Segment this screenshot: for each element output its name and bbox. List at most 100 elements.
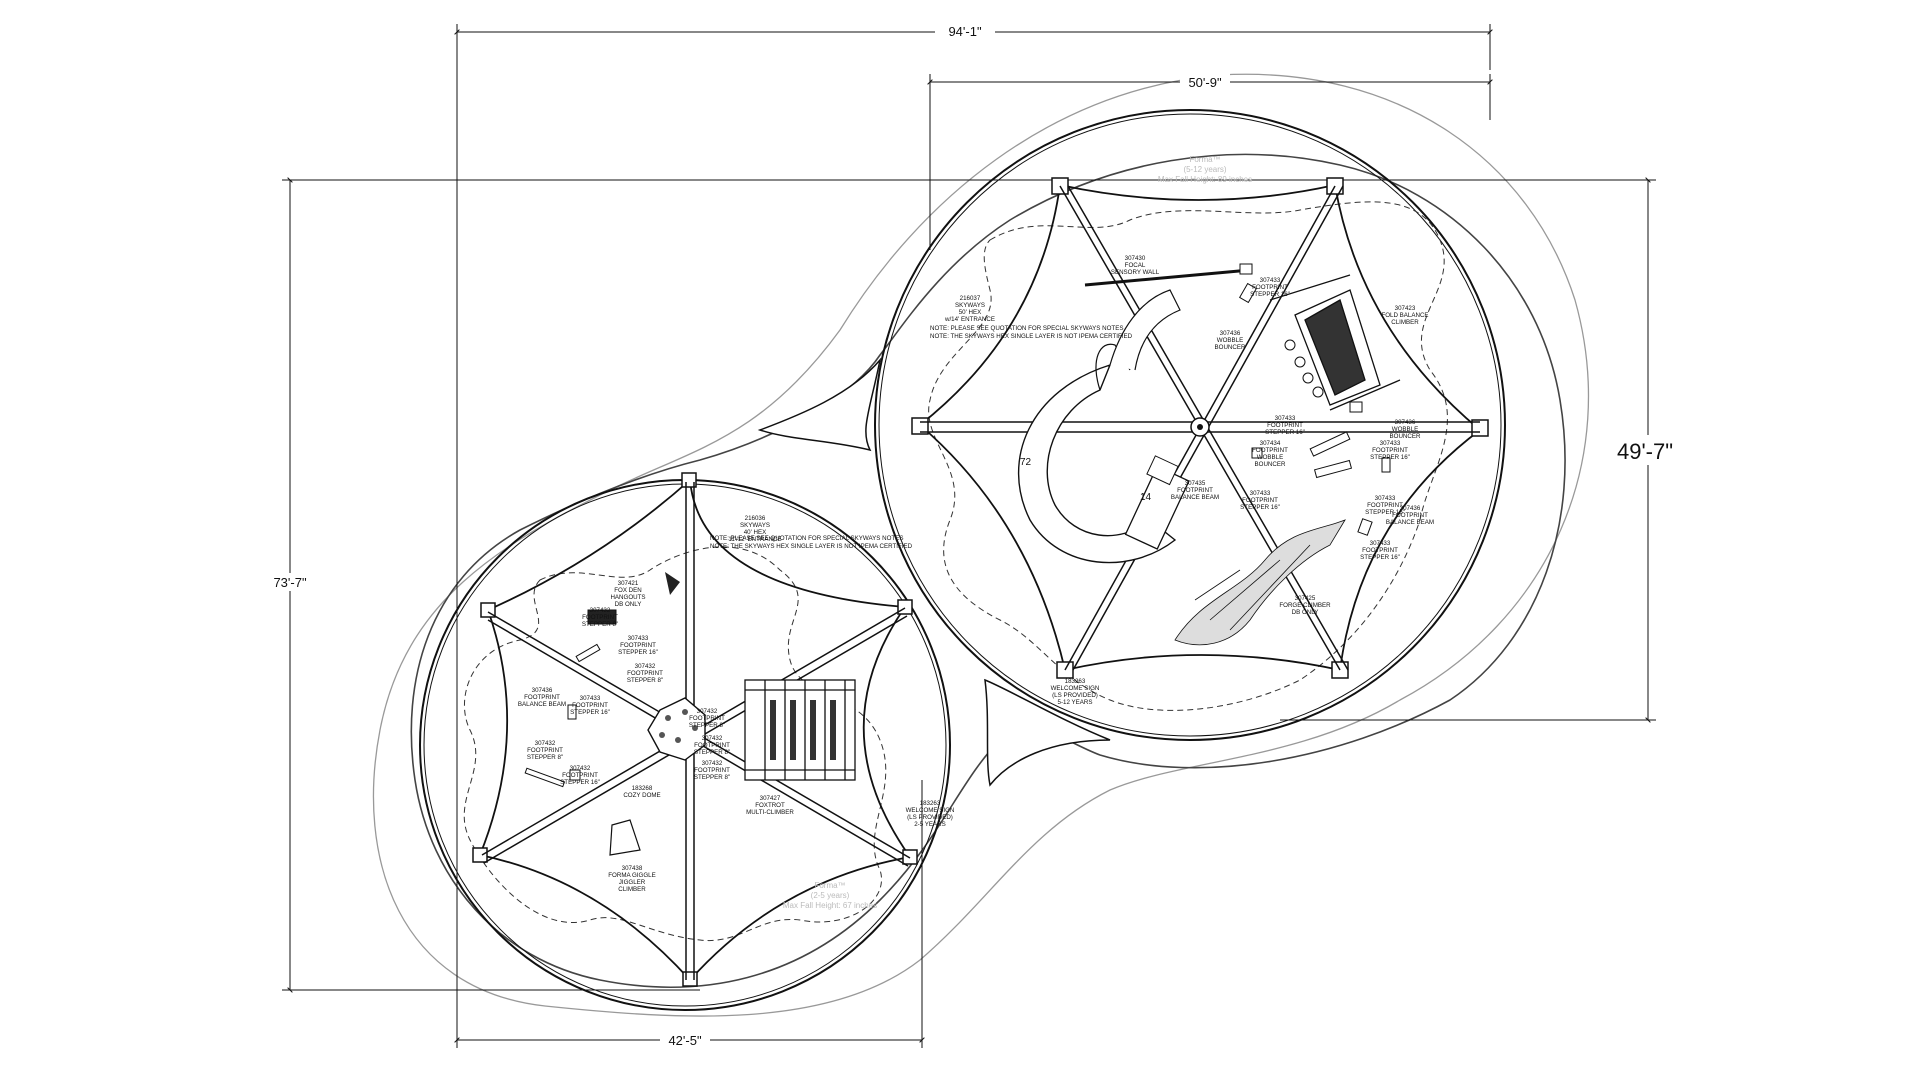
right-callout-9-line-0: 307435 (1185, 480, 1206, 487)
right-callout-8-line-0: 307433 (1380, 440, 1401, 447)
left-callout-10-line-1: FOOTPRINT (562, 772, 598, 779)
left-callout-5-line-2: BALANCE BEAM (518, 701, 566, 708)
right-callout-6-line-2: BOUNCER (1390, 433, 1421, 440)
left-callout-1-line-3: DB ONLY (615, 601, 642, 608)
left-callout-14-line-1: WELCOME SIGN (906, 807, 955, 814)
right-pod-boundary (874, 109, 1506, 741)
left-callout-4-line-2: STEPPER 8" (627, 677, 663, 684)
right-callout-10-line-1: FOOTPRINT (1242, 497, 1278, 504)
left-callout-0-line-2: 40' HEX (744, 529, 767, 536)
left-callout-14-line-3: 2-5 YEARS (914, 821, 946, 828)
right-zone-label-1: Forma™ (1189, 155, 1220, 164)
right-callout-6-line-1: WOBBLE (1392, 426, 1418, 433)
slide-number-72: 72 (1020, 457, 1032, 468)
left-zone-label-3: Max Fall Height: 67 inches (783, 901, 877, 910)
left-callout-12-line-1: FOOTPRINT (694, 767, 730, 774)
right-callout-2-line-2: STEPPER 16" (1250, 291, 1290, 298)
right-callout-13-line-1: FOOTPRINT (1362, 547, 1398, 554)
left-callout-14-line-2: (LS PROVIDED) (907, 814, 953, 821)
right-callout-5-line-2: STEPPER 16" (1265, 429, 1305, 436)
left-callout-11-line-1: COZY DOME (623, 792, 660, 799)
right-callout-3-line-0: 307436 (1220, 330, 1241, 337)
left-callout-13-line-1: FOXTROT (755, 802, 785, 809)
outer-boundary (372, 73, 1590, 1017)
slide-number-14: 14 (1140, 492, 1152, 503)
left-callout-8-line-1: FOOTPRINT (689, 715, 725, 722)
right-callout-2-line-0: 307433 (1260, 277, 1281, 284)
dimension-labels: 94'-1" 50'-9" 49'-7" 73'-7" 42'-5" (262, 22, 1690, 1049)
right-callout-10-line-2: STEPPER 16" (1240, 504, 1280, 511)
left-callout-12-line-0: 307432 (702, 760, 723, 767)
right-callout-0-line-1: FOCAL (1125, 262, 1146, 269)
left-callout-5-line-1: FOOTPRINT (524, 694, 560, 701)
connector-wedge-bottom (984, 678, 1111, 787)
dim-right-height: 49'-7" (1617, 439, 1673, 464)
right-zone-label-3: Max Fall Height: 89 inches (1158, 175, 1252, 184)
left-callout-6-line-0: 307433 (580, 695, 601, 702)
right-callout-13-line-2: STEPPER 16" (1360, 554, 1400, 561)
right-note-2: NOTE: THE SKYWAYS HEX SINGLE LAYER IS NO… (930, 333, 1133, 340)
left-callout-11-line-0: 183268 (632, 785, 653, 792)
right-callout-3-line-1: WOBBLE (1217, 337, 1243, 344)
right-callout-11-line-0: 307433 (1375, 495, 1396, 502)
right-callout-5-line-1: FOOTPRINT (1267, 422, 1303, 429)
right-callout-6-line-0: 307436 (1395, 419, 1416, 426)
right-note-1: NOTE: PLEASE SEE QUOTATION FOR SPECIAL S… (930, 325, 1123, 332)
right-callout-7-line-2: WOBBLE (1257, 454, 1283, 461)
right-callout-9-line-1: FOOTPRINT (1177, 487, 1213, 494)
right-callout-14-line-1: FORGE CLIMBER (1279, 602, 1331, 609)
right-callout-4-line-2: CLIMBER (1391, 319, 1419, 326)
left-callout-8-line-2: STEPPER 8" (689, 722, 725, 729)
left-callout-1-line-0: 307421 (618, 580, 639, 587)
left-callout-4-line-0: 307432 (635, 663, 656, 670)
left-callout-3-line-0: 307433 (628, 635, 649, 642)
left-callout-13-line-2: MULTI-CLIMBER (746, 809, 794, 816)
right-callout-12-line-0: 307436 (1400, 505, 1421, 512)
left-callout-3-line-2: STEPPER 16" (618, 649, 658, 656)
right-zone-label-2: (5-12 years) (1183, 165, 1226, 174)
right-callout-15-line-3: 5-12 YEARS (1058, 699, 1093, 706)
left-callout-5-line-0: 307436 (532, 687, 553, 694)
right-callout-1-line-1: SKYWAYS (955, 302, 985, 309)
left-callout-15-line-2: JIGGLER (619, 879, 646, 886)
left-pod-structure: Forma™ (2-5 years) Max Fall Height: 67 i… (463, 472, 918, 987)
left-callout-9-line-1: FOOTPRINT (694, 742, 730, 749)
left-callout-0-line-3: 11'/12' ENTRANCE (728, 536, 781, 543)
right-callout-14-line-2: DB ONLY (1292, 609, 1319, 616)
right-callout-11-line-1: FOOTPRINT (1367, 502, 1403, 509)
right-callout-7-line-3: BOUNCER (1255, 461, 1286, 468)
left-callout-2-line-1: FOOTPRINT (582, 614, 618, 621)
dim-left-width: 42'-5" (668, 1033, 702, 1048)
left-callout-2-line-2: STEPPER 8" (582, 621, 618, 628)
left-callout-12-line-2: STEPPER 8" (694, 774, 730, 781)
left-callout-8-line-0: 307432 (697, 708, 718, 715)
left-callout-10-line-2: STEPPER 16" (560, 779, 600, 786)
right-callout-15-line-1: WELCOME SIGN (1051, 685, 1100, 692)
right-callout-7-line-1: FOOTPRINT (1252, 447, 1288, 454)
left-callout-7-line-0: 307432 (535, 740, 556, 747)
right-callout-0-line-2: SENSORY WALL (1111, 269, 1160, 276)
left-callout-10-line-0: 307432 (570, 765, 591, 772)
dimension-lines (282, 24, 1656, 1048)
dim-overall-height: 73'-7" (273, 575, 307, 590)
right-callout-1-line-2: 50' HEX (959, 309, 982, 316)
right-callout-8-line-2: STEPPER 16" (1370, 454, 1410, 461)
right-callout-13-line-0: 307433 (1370, 540, 1391, 547)
left-callout-6-line-2: STEPPER 16" (570, 709, 610, 716)
right-pod-structure: 72 14 Forma™ (5-12 (911, 155, 1489, 711)
dim-right-width: 50'-9" (1188, 75, 1222, 90)
connector-wedge-top (757, 357, 882, 452)
left-callout-7-line-2: STEPPER 8" (527, 754, 563, 761)
left-note-2: NOTE: THE SKYWAYS HEX SINGLE LAYER IS NO… (710, 543, 913, 550)
left-callout-1-line-2: HANGOUTS (610, 594, 645, 601)
right-callout-7-line-0: 307434 (1260, 440, 1281, 447)
right-callout-5-line-0: 307433 (1275, 415, 1296, 422)
right-callout-9-line-2: BALANCE BEAM (1171, 494, 1219, 501)
right-callout-3-line-2: BOUNCER (1215, 344, 1246, 351)
right-callout-2-line-1: FOOTPRINT (1252, 284, 1288, 291)
left-note-1: NOTE: PLEASE SEE QUOTATION FOR SPECIAL S… (710, 535, 903, 542)
right-callout-10-line-0: 307433 (1250, 490, 1271, 497)
right-callout-15-line-0: 183263 (1065, 678, 1086, 685)
left-callout-13-line-0: 307427 (760, 795, 781, 802)
